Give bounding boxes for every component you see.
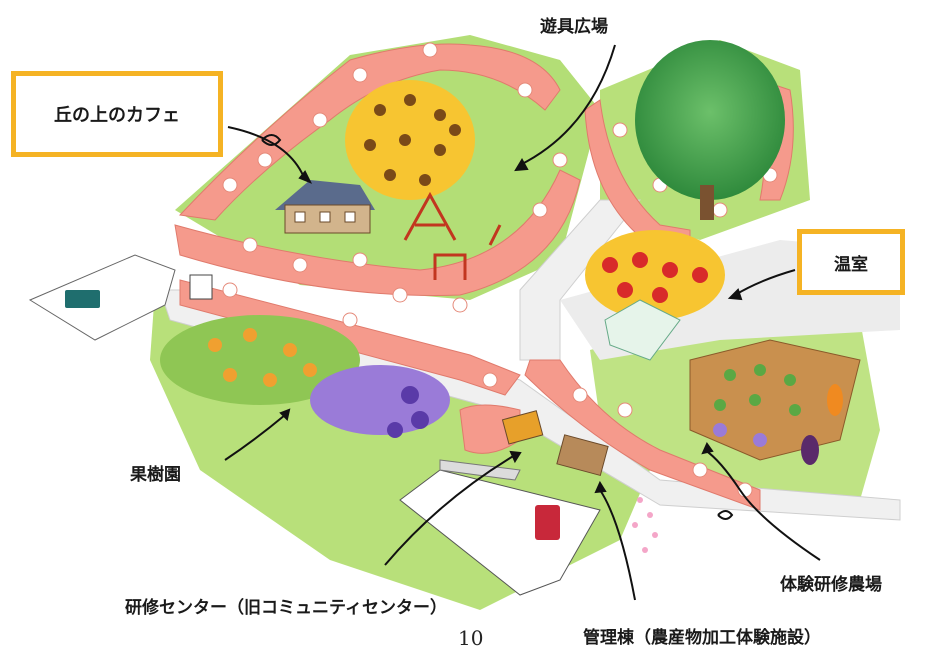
rest-area <box>28 254 213 341</box>
greenhouse-label: 温室 <box>797 229 905 295</box>
cafe-arrow <box>227 126 306 181</box>
cafe-label-text: 丘の上のカフェ <box>54 105 180 126</box>
greenhouse <box>585 230 725 361</box>
management-arrow <box>599 489 636 601</box>
pointer-arrows <box>224 44 821 601</box>
cafe-arrow-loop <box>261 134 282 146</box>
farm-arrow <box>704 449 821 561</box>
cafe-label: 丘の上のカフェ <box>11 71 223 157</box>
training-center-label: 研修センター（旧コミュニティセンター） <box>125 598 447 618</box>
training-farm-label: 体験研修農場 <box>780 575 882 595</box>
cafe-building <box>275 180 375 234</box>
cherry-blossoms <box>222 42 778 498</box>
flower-dots <box>632 497 658 553</box>
training-center-arrow <box>384 454 516 566</box>
large-tree <box>635 40 785 220</box>
management-label: 管理棟（農産物加工体験施設） <box>583 628 821 648</box>
playground-label: 遊具広場 <box>540 17 608 37</box>
playground-equipment <box>403 191 502 280</box>
page-number: 10 <box>458 626 484 650</box>
greenhouse-label-text: 温室 <box>834 254 868 275</box>
management-building <box>501 410 609 477</box>
training-farm-field <box>689 339 861 465</box>
orchard-arrow <box>224 414 286 461</box>
sunflower-field <box>345 80 475 200</box>
orchard-fruit-trees <box>160 315 450 438</box>
orchard-label: 果樹園 <box>130 465 181 485</box>
playground-arrow <box>519 44 616 166</box>
